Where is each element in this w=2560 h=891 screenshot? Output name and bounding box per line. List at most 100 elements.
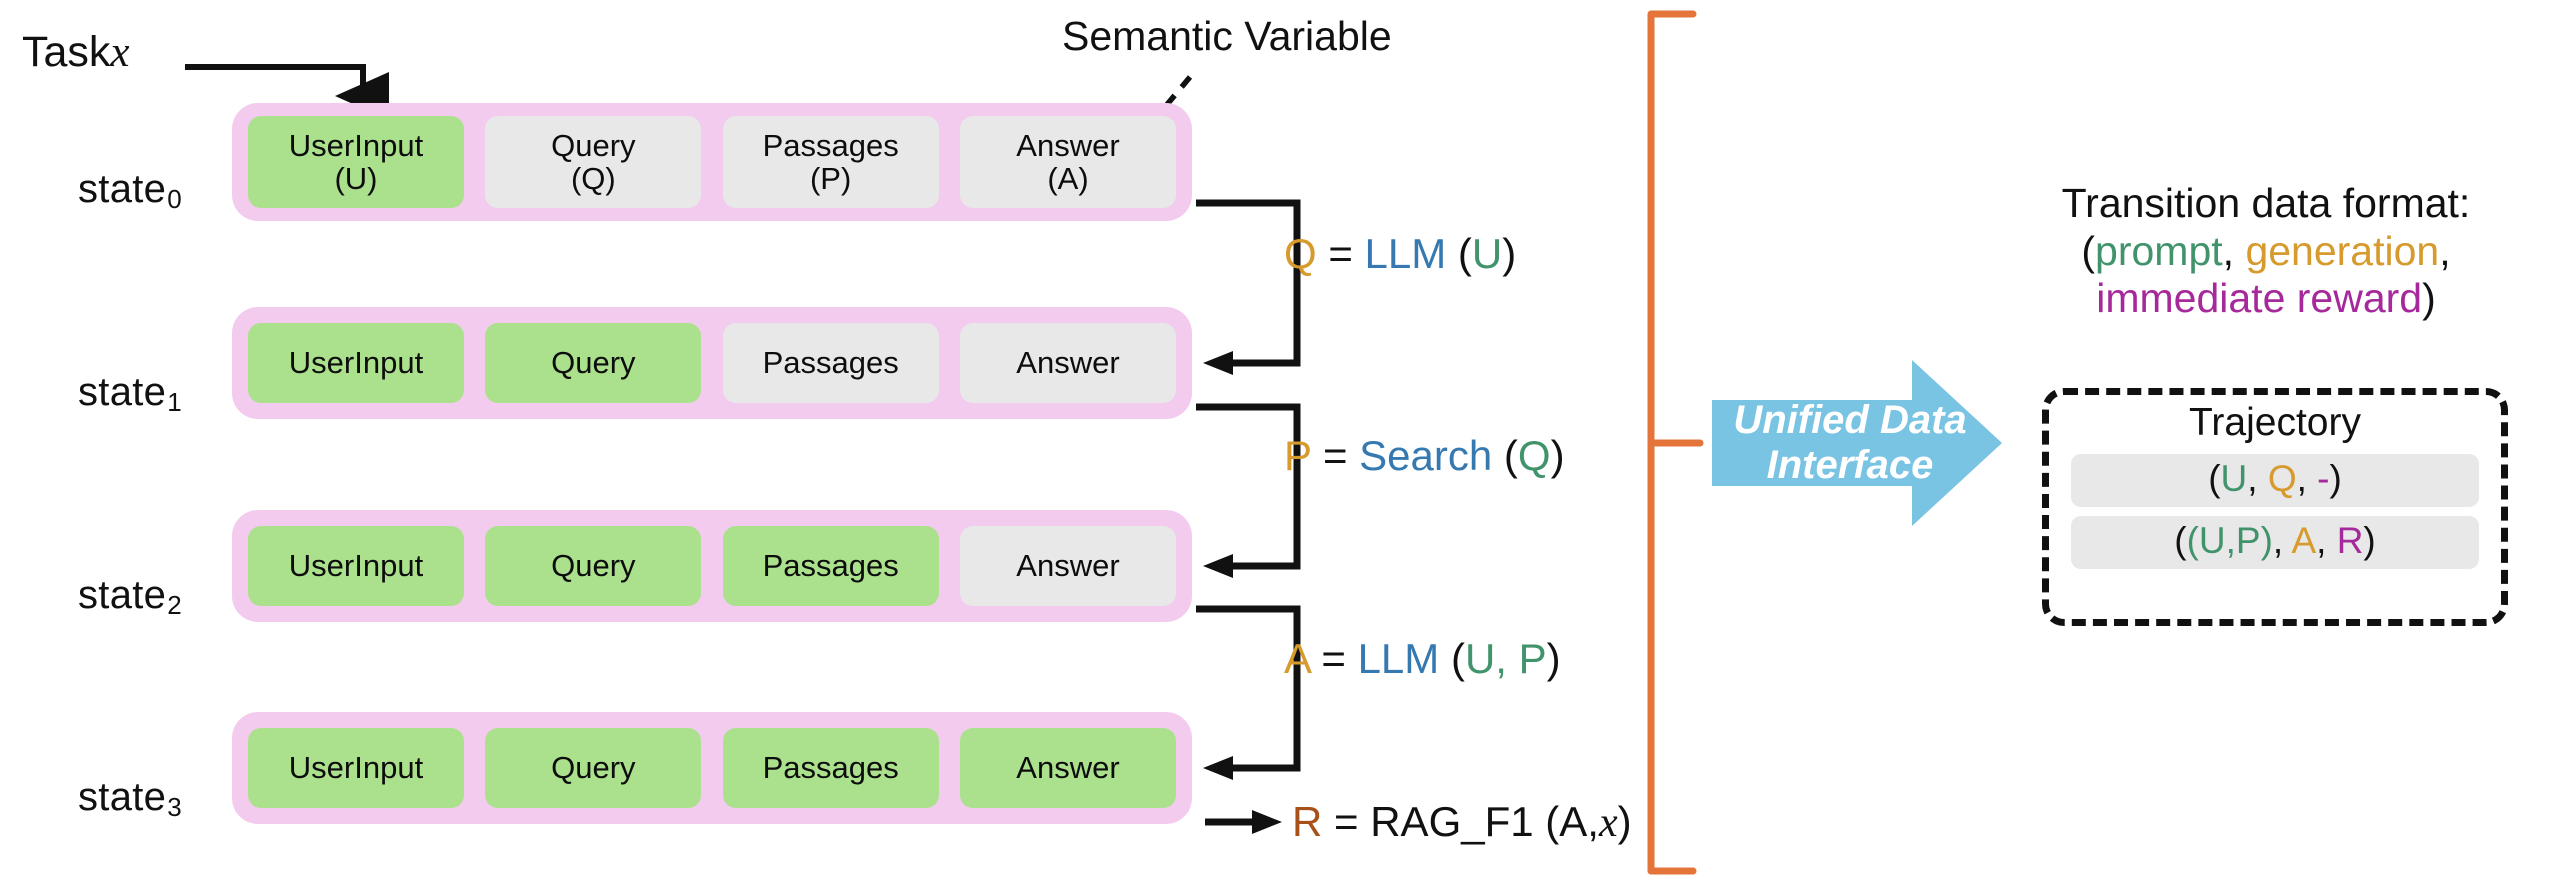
state1-slot-userinput[interactable]: UserInput [248,323,464,403]
traj0-sep-2: , [2296,458,2318,499]
state3-slot-answer[interactable]: Answer [959,728,1176,808]
slot-name: Query [551,345,636,381]
traj1-sep-1: , [2272,520,2292,561]
eq3-function: RAG_F1 [1370,798,1534,845]
state-label-2-index: 2 [167,589,182,620]
traj1-paren-close: ) [2363,520,2376,561]
transition-format-tuple-line2: immediate reward) [2046,275,2486,323]
eq2-paren-close: ) [1546,635,1561,682]
state2-slot-userinput[interactable]: UserInput [248,526,464,606]
slot-abbr: (U) [334,161,378,196]
state-label-0-text: state [78,167,167,211]
semantic-variable-label: Semantic Variable [1062,13,1392,59]
traj0-paren-close: ) [2329,458,2342,499]
eq1-paren-close: ) [1550,432,1565,479]
slot-name: Passages [762,548,899,584]
eq1-output: P [1284,432,1312,479]
tuple-sep-1: , [2222,227,2246,274]
slot-name: Answer [1016,127,1120,163]
state0-slot-answer[interactable]: Answer (A) [959,116,1176,208]
state-label-3-text: state [78,775,167,819]
slot-name: Passages [762,127,899,163]
state1-slot-answer[interactable]: Answer [959,323,1176,403]
unified-data-interface-label: Unified Data Interface [1725,398,1975,488]
trajectory-box: Trajectory (U, Q, -) ((U,P), A, R) [2042,388,2508,626]
eq1-equals: = [1322,432,1348,479]
trajectory-row-0[interactable]: (U, Q, -) [2071,454,2479,507]
reward-arrow [1205,810,1282,834]
slot-name: Answer [1016,548,1120,584]
traj0-prompt: U [2220,458,2248,499]
equation-reward: R = RAG_F1 (A,x) [1292,798,1632,847]
state-label-2-text: state [78,573,167,617]
udi-line-2: Interface [1766,442,1934,487]
eq3-paren-close: ) [1617,798,1632,845]
slot-name: Answer [1016,345,1120,381]
state3-slot-userinput[interactable]: UserInput [248,728,464,808]
state2-slot-answer[interactable]: Answer [959,526,1176,606]
state-label-3: state3 [78,775,182,823]
slot-name: Passages [762,345,899,381]
state-row-0: UserInput (U) Query (Q) Passages (P) Ans… [232,103,1192,221]
state-label-0: state0 [78,167,182,215]
eq2-equals: = [1321,635,1346,682]
state2-slot-passages[interactable]: Passages [722,526,939,606]
tuple-generation: generation [2245,227,2440,274]
trajectory-title: Trajectory [2189,401,2361,444]
state0-slot-query[interactable]: Query (Q) [485,116,702,208]
eq0-equals: = [1328,230,1353,277]
slot-abbr: (Q) [570,161,616,196]
state-label-3-index: 3 [167,791,182,822]
state2-slot-query[interactable]: Query [485,526,702,606]
state0-slot-passages[interactable]: Passages (P) [722,116,939,208]
slot-name: Passages [762,750,899,786]
tuple-sep-2: , [2439,227,2451,274]
tuple-prompt: prompt [2095,227,2223,274]
tuple-paren-open: ( [2081,227,2096,274]
traj0-paren-open: ( [2208,458,2221,499]
traj1-paren-open: ( [2174,520,2187,561]
transition-connector-2 [1196,605,1301,780]
slot-name: Query [551,127,636,163]
slot-name: UserInput [288,750,424,786]
traj0-reward: - [2317,458,2330,499]
state1-slot-passages[interactable]: Passages [722,323,939,403]
state-label-2: state2 [78,573,182,621]
traj0-sep-1: , [2247,458,2268,499]
state-row-3: UserInput Query Passages Answer [232,712,1192,824]
udi-line-1: Unified Data [1733,398,1967,442]
transition-connector-0 [1196,199,1301,375]
eq0-output: Q [1284,230,1317,277]
trajectory-row-1[interactable]: ((U,P), A, R) [2071,516,2479,569]
state-label-0-index: 0 [167,183,182,214]
equation-answer: A = LLM (U, P) [1284,635,1561,683]
eq2-output: A [1284,635,1310,682]
state3-slot-passages[interactable]: Passages [722,728,939,808]
state-row-1: UserInput Query Passages Answer [232,307,1192,419]
eq1-paren-open: ( [1503,432,1518,479]
traj0-generation: Q [2267,458,2297,499]
eq2-args: U, P [1464,635,1547,682]
eq3-arg-italic: x [1598,800,1618,846]
state1-slot-query[interactable]: Query [485,323,702,403]
transition-format-block: Transition data format: (prompt, generat… [2046,180,2486,323]
slot-abbr: (P) [809,161,852,196]
transition-format-title: Transition data format: [2061,180,2471,226]
state3-slot-query[interactable]: Query [485,728,702,808]
task-variable: x [110,29,130,76]
slot-name: UserInput [288,127,424,163]
eq3-args: A, [1559,798,1599,845]
slot-name: Query [551,548,636,584]
traj1-generation: A [2291,520,2317,561]
state-label-1-text: state [78,370,167,414]
equation-query: Q = LLM (U) [1284,230,1516,278]
slot-name: UserInput [288,548,424,584]
state0-slot-userinput[interactable]: UserInput (U) [248,116,464,208]
eq0-args: U [1471,230,1503,277]
eq0-paren-close: ) [1502,230,1517,277]
state-label-1: state1 [78,370,182,418]
traj1-reward: R [2336,520,2364,561]
task-label-text: Task [22,28,111,76]
eq2-paren-open: ( [1450,635,1465,682]
